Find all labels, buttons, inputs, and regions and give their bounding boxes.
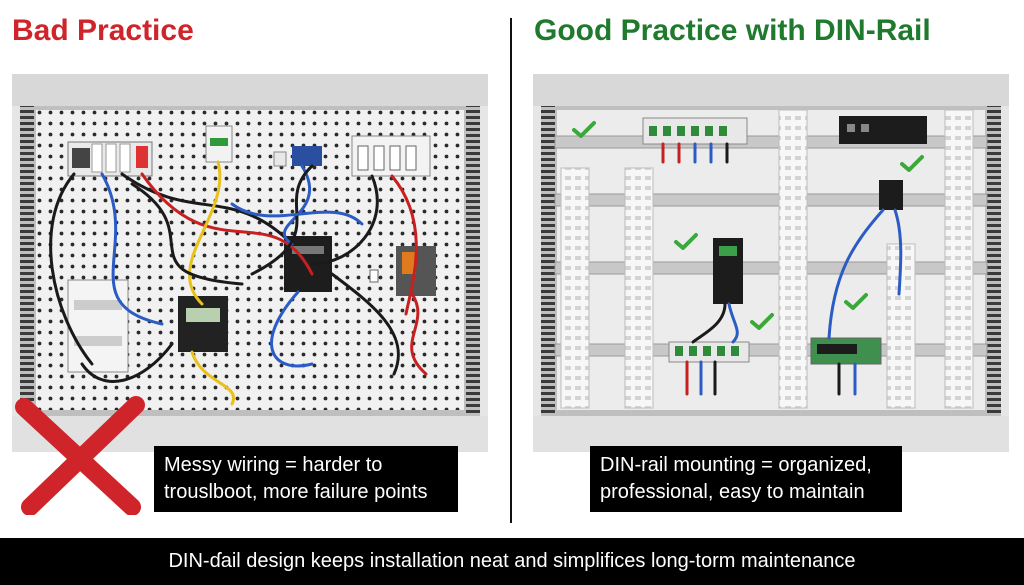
check-mark-icon (900, 155, 924, 172)
bad-practice-caption: Messy wiring = harder to trouslboot, mor… (154, 446, 458, 512)
check-mark-icon (572, 121, 596, 138)
messy-wiring-panel (12, 74, 488, 452)
check-mark-icon (674, 233, 698, 250)
footer-banner: DIN-ɗail design keeps installation neat … (0, 538, 1024, 585)
din-rail-panel (533, 74, 1009, 452)
center-divider (510, 18, 512, 523)
check-mark-icon (844, 293, 868, 310)
good-practice-caption: DIN-rail mounting = organized, professio… (590, 446, 902, 512)
bad-practice-heading: Bad Practice (12, 14, 194, 47)
good-practice-heading: Good Practice with DIN-Rail (534, 14, 931, 47)
check-mark-icon (750, 313, 774, 330)
cross-mark-icon (15, 396, 145, 515)
